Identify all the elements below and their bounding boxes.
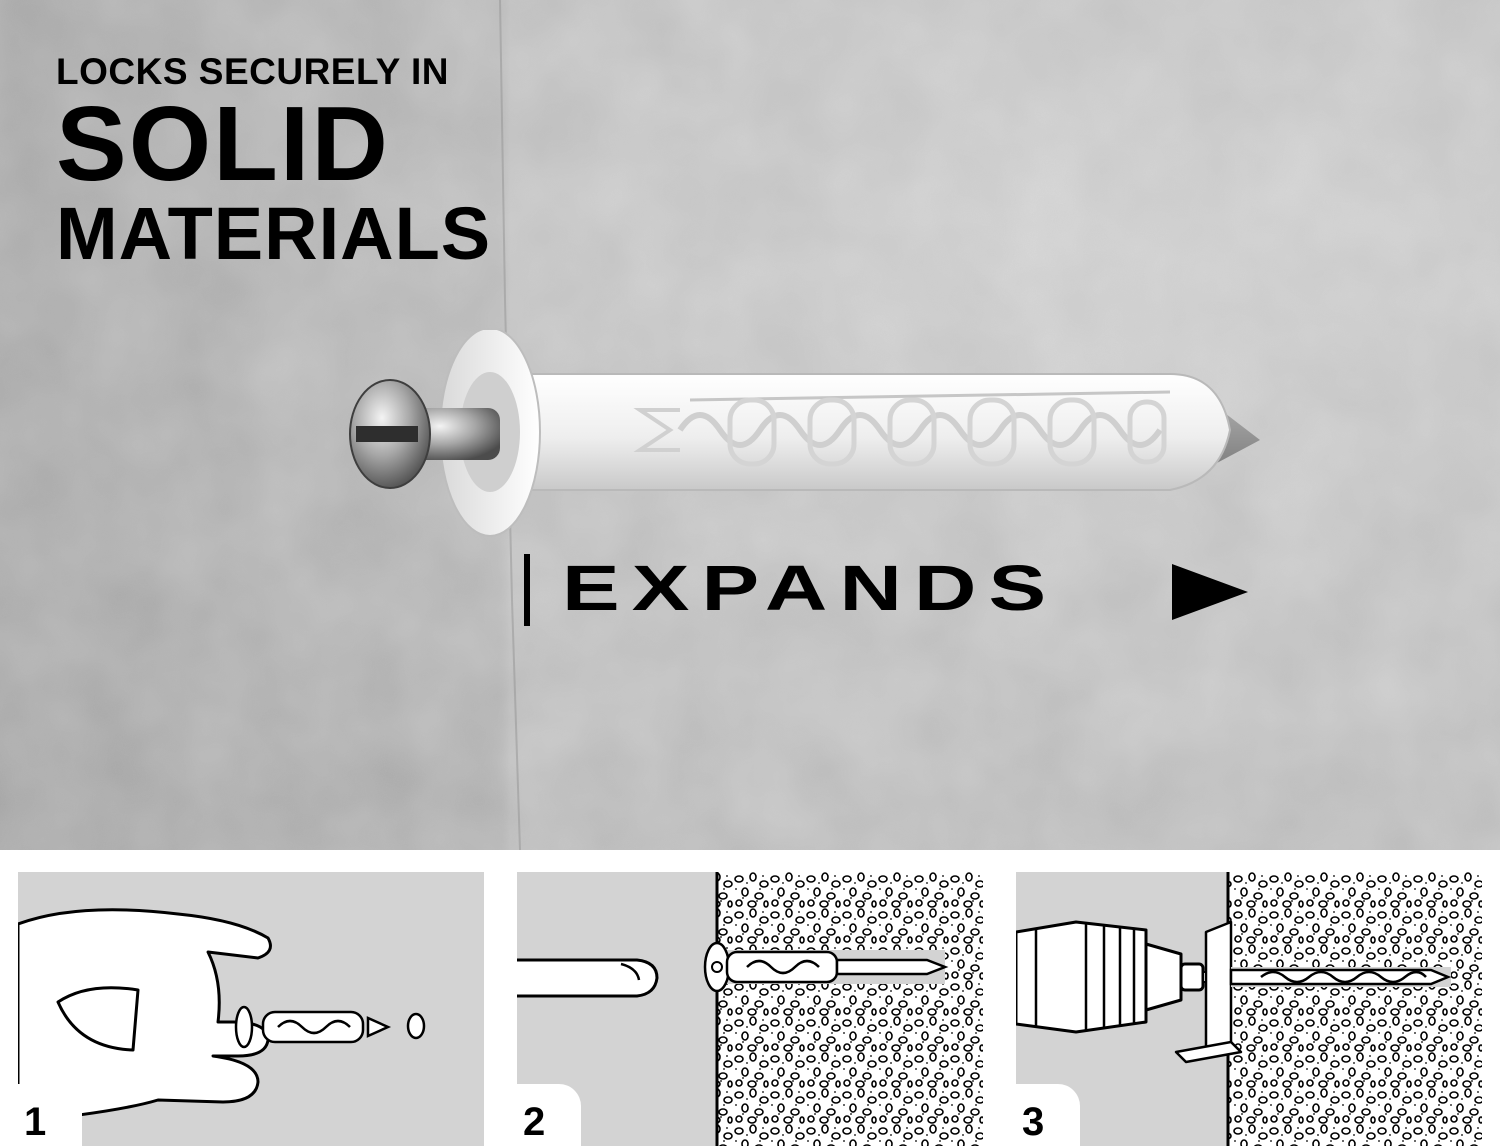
step-3-number: 3 xyxy=(1022,1100,1045,1144)
step-1-number-tab xyxy=(18,1084,82,1146)
expands-start-bar xyxy=(524,554,530,626)
headline-line1: LOCKS SECURELY IN xyxy=(56,51,449,92)
step-2-number-tab xyxy=(517,1084,581,1146)
hero-wall: LOCKS SECURELY IN SOLID MATERIALS xyxy=(0,0,1500,850)
step-1-number: 1 xyxy=(24,1100,47,1144)
headline: LOCKS SECURELY IN SOLID MATERIALS xyxy=(56,52,491,274)
step-2-number: 2 xyxy=(523,1100,546,1144)
installation-steps: 1 xyxy=(0,850,1500,1146)
step-1-panel: 1 xyxy=(18,872,484,1146)
headline-line2: SOLID xyxy=(56,85,390,203)
play-arrow-icon xyxy=(1172,564,1248,620)
step-3-panel: 3 xyxy=(1016,872,1482,1146)
headline-line3: MATERIALS xyxy=(56,192,492,275)
step-2-illustration xyxy=(517,872,983,1146)
wall-anchor-illustration xyxy=(349,330,1260,537)
step-3-number-tab xyxy=(1016,1084,1080,1146)
expands-callout: EXPANDS xyxy=(524,548,1254,628)
expands-label: EXPANDS xyxy=(562,552,1059,624)
screw-head-icon xyxy=(349,379,431,489)
step-3-illustration xyxy=(1016,872,1482,1146)
step-2-panel: 2 xyxy=(517,872,983,1146)
step-1-illustration xyxy=(18,908,426,1124)
